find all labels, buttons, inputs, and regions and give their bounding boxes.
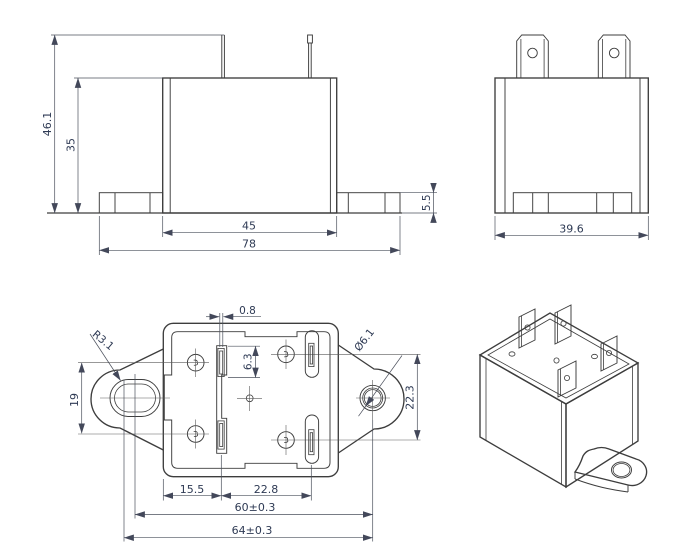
side-terminal-right [597,34,631,78]
dim-coil-slot-length: 6.3 [243,353,255,370]
dim-overall-height: 46.1 [41,112,54,137]
dim-body-height: 35 [65,138,78,152]
iso-terminal-blade-front [557,360,577,398]
dim-flange-thickness: 5.5 [421,194,433,211]
coil-terminal-boss [216,345,228,454]
front-left-terminal [221,35,225,78]
iso-terminal-blade-back-left [518,308,536,349]
terminal-hole [527,47,538,59]
side-terminal-left [516,34,549,78]
dim-slot-to-slot: 22.8 [254,483,279,496]
vent-slot-bottom [304,414,320,464]
front-dimensions: 46.1 35 45 78 5.5 [41,34,437,255]
iso-top-face-details [508,351,598,364]
iso-mounting-flange [573,446,648,493]
left-mounting-wing [90,348,164,451]
dim-slot-radius: R3.1 [90,328,116,353]
front-right-terminal [307,34,313,78]
dim-body-depth: 39.6 [559,222,584,235]
vent-slot-top [304,330,320,378]
isometric-view [478,304,648,493]
dim-right-terminal-pitch: 22.3 [404,385,417,410]
dim-mount-hole-diameter: Ø6.1 [352,327,377,354]
iso-terminal-blade-back-mid [554,304,572,345]
right-mounting-wing [337,344,405,454]
center-mark [237,386,262,411]
dim-flange-span: 78 [242,237,256,250]
side-dimensions: 39.6 [494,216,649,240]
dim-coil-slot-width: 0.8 [239,305,256,317]
front-left-flange [98,192,164,214]
dim-slot-to-edge: 15.5 [180,483,205,496]
bottom-body-outline [162,322,339,478]
flange-hole [611,461,632,479]
round-mounting-hole [356,380,390,420]
dim-body-width: 45 [242,220,256,233]
front-view: 46.1 35 45 78 5.5 [41,34,437,255]
bottom-dimensions: 0.8 6.3 R3.1 Ø6.1 19 22.3 15.5 [68,305,421,542]
terminal-hole [608,47,620,59]
dim-overall-mount-length: 64±0.3 [232,524,273,537]
side-body [494,77,649,214]
front-right-flange [336,192,401,214]
side-view: 39.6 [494,34,649,240]
dim-left-terminal-pitch: 19 [68,393,81,407]
iso-terminal-blade-right [600,335,618,372]
dim-mount-hole-pitch: 60±0.3 [235,501,276,514]
bottom-view: 0.8 6.3 R3.1 Ø6.1 19 22.3 15.5 [68,305,421,542]
iso-body [478,312,640,489]
